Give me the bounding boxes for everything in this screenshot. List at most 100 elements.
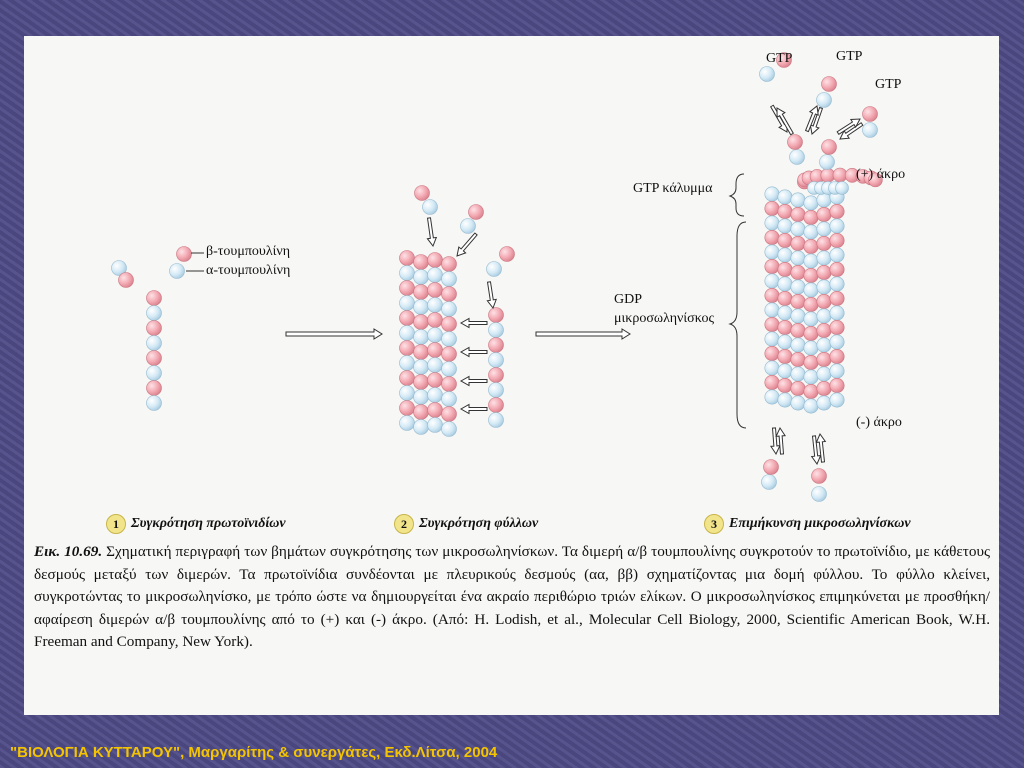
beta-tubulin-subunit bbox=[399, 370, 415, 386]
alpha-tubulin-subunit bbox=[427, 327, 443, 343]
beta-tubulin-subunit bbox=[427, 282, 443, 298]
reaction-arrow bbox=[459, 403, 488, 415]
alpha-tubulin-subunit bbox=[829, 276, 845, 292]
alpha-tubulin-subunit bbox=[399, 355, 415, 371]
beta-tubulin-subunit bbox=[413, 314, 429, 330]
gtp-cap-brace bbox=[728, 173, 745, 217]
alpha-tubulin-subunit bbox=[764, 302, 780, 318]
beta-tubulin-subunit bbox=[776, 52, 792, 68]
reaction-arrow bbox=[459, 317, 488, 329]
alpha-tubulin-subunit bbox=[399, 295, 415, 311]
alpha-tubulin-subunit bbox=[441, 361, 457, 377]
reaction-arrow bbox=[459, 346, 488, 358]
alpha-tubulin-subunit bbox=[413, 269, 429, 285]
alpha-tubulin-subunit bbox=[413, 329, 429, 345]
beta-tubulin-subunit bbox=[146, 320, 162, 336]
alpha-tubulin-subunit bbox=[761, 474, 777, 490]
alpha-tubulin-subunit bbox=[427, 387, 443, 403]
alpha-tubulin-subunit bbox=[777, 247, 793, 263]
beta-tubulin-subunit bbox=[790, 351, 806, 367]
alpha-tubulin-subunit bbox=[816, 395, 832, 411]
alpha-tubulin-subunit bbox=[422, 199, 438, 215]
beta-tubulin-subunit bbox=[829, 233, 845, 249]
beta-tubulin-subunit bbox=[488, 397, 504, 413]
gtp-label-1: GTP bbox=[766, 51, 793, 66]
alpha-tubulin-subunit bbox=[486, 261, 502, 277]
beta-tubulin-subunit bbox=[413, 344, 429, 360]
alpha-tubulin-subunit bbox=[816, 308, 832, 324]
beta-tubulin-subunit bbox=[146, 290, 162, 306]
beta-tubulin-subunit bbox=[829, 377, 845, 393]
beta-tubulin-subunit bbox=[399, 280, 415, 296]
step-1-text: Συγκρότηση πρωτοϊνιδίων bbox=[131, 516, 286, 531]
reaction-arrow bbox=[809, 106, 824, 135]
beta-tubulin-subunit bbox=[399, 340, 415, 356]
gtp-cap-label: GTP κάλυμμα bbox=[633, 181, 713, 196]
beta-tubulin-subunit bbox=[499, 246, 515, 262]
beta-tubulin-subunit bbox=[816, 351, 832, 367]
beta-tubulin-subunit bbox=[829, 319, 845, 335]
beta-tubulin-subunit bbox=[763, 459, 779, 475]
beta-tubulin-subunit bbox=[441, 346, 457, 362]
caption-text: Σχηματική περιγραφή των βημάτων συγκρότη… bbox=[34, 543, 990, 651]
alpha-tubulin-subunit bbox=[777, 218, 793, 234]
beta-tubulin-subunit bbox=[764, 345, 780, 361]
beta-tubulin-subunit bbox=[790, 236, 806, 252]
alpha-tubulin-subunit bbox=[441, 301, 457, 317]
plus-end-label: (+) άκρο bbox=[856, 167, 906, 182]
beta-tubulin-subunit bbox=[764, 288, 780, 304]
beta-tubulin-subunit bbox=[146, 380, 162, 396]
alpha-tubulin-subunit bbox=[816, 279, 832, 295]
alpha-tubulin-subunit bbox=[790, 221, 806, 237]
alpha-tubulin-subunit bbox=[829, 247, 845, 263]
beta-tubulin-subunit bbox=[829, 262, 845, 278]
alpha-tubulin-subunit bbox=[816, 250, 832, 266]
gtp-label-2: GTP bbox=[836, 49, 863, 64]
beta-tubulin-subunit bbox=[816, 322, 832, 338]
beta-tubulin-subunit bbox=[832, 167, 848, 183]
alpha-tubulin-subunit bbox=[803, 253, 819, 269]
alpha-tubulin-subunit bbox=[829, 305, 845, 321]
beta-tubulin-subunit bbox=[427, 342, 443, 358]
alpha-tubulin-subunit bbox=[816, 366, 832, 382]
beta-tubulin-subunit bbox=[427, 372, 443, 388]
alpha-tubulin-subunit bbox=[399, 385, 415, 401]
beta-tubulin-subunit bbox=[790, 265, 806, 281]
protofilament bbox=[111, 246, 192, 411]
alpha-tubulin-subunit bbox=[427, 297, 443, 313]
alpha-tubulin-subunit bbox=[829, 363, 845, 379]
alpha-tubulin-subunit bbox=[862, 122, 878, 138]
beta-tubulin-subunit bbox=[488, 307, 504, 323]
reaction-arrow bbox=[815, 432, 827, 463]
beta-tubulin-subunit bbox=[862, 106, 878, 122]
alpha-tubulin-subunit bbox=[488, 352, 504, 368]
alpha-tubulin-subunit bbox=[790, 366, 806, 382]
alpha-tubulin-subunit bbox=[790, 395, 806, 411]
beta-tubulin-subunit bbox=[790, 322, 806, 338]
beta-tubulin-subunit bbox=[829, 291, 845, 307]
alpha-tubulin-subunit bbox=[829, 392, 845, 408]
alpha-tubulin-subunit bbox=[790, 279, 806, 295]
beta-tubulin-subunit bbox=[777, 204, 793, 220]
beta-tubulin-subunit bbox=[176, 246, 192, 262]
alpha-tubulin-subunit bbox=[811, 486, 827, 502]
beta-tubulin-subunit bbox=[790, 380, 806, 396]
beta-tubulin-subunit bbox=[816, 380, 832, 396]
beta-tubulin-subunit bbox=[488, 337, 504, 353]
beta-tubulin-subunit bbox=[441, 286, 457, 302]
footer-citation: "ΒΙΟΛΟΓΙΑ ΚΥΤΤΑΡΟΥ", Μαργαρίτης & συνεργ… bbox=[10, 744, 498, 761]
beta-tubulin-subunit bbox=[413, 374, 429, 390]
beta-tubulin-subunit bbox=[777, 377, 793, 393]
alpha-tubulin-subunit bbox=[803, 398, 819, 414]
beta-tubulin-subunit bbox=[764, 230, 780, 246]
reaction-arrow bbox=[459, 375, 488, 387]
alpha-tubulin-subunit bbox=[764, 331, 780, 347]
alpha-tubulin-subunit bbox=[816, 337, 832, 353]
beta-tubulin-subunit bbox=[790, 293, 806, 309]
alpha-tubulin-subunit bbox=[777, 363, 793, 379]
alpha-tubulin-subunit bbox=[764, 273, 780, 289]
beta-tubulin-subunit bbox=[118, 272, 134, 288]
beta-tubulin-subunit bbox=[820, 168, 836, 183]
beta-tubulin-subunit bbox=[441, 316, 457, 332]
beta-tubulin-subunit bbox=[399, 310, 415, 326]
